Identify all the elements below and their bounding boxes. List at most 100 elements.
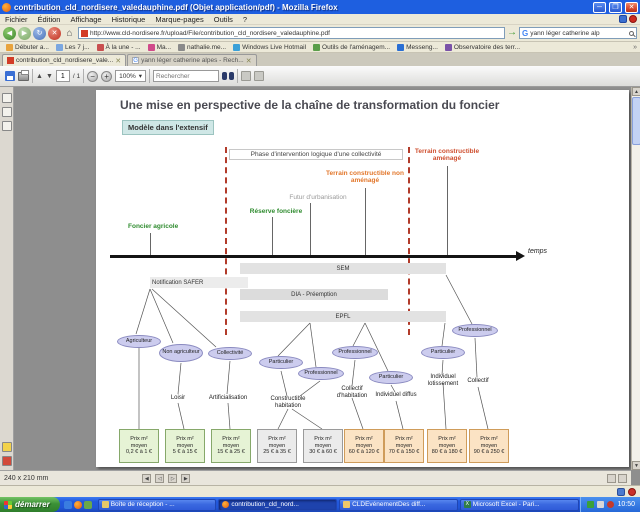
- last-page-icon[interactable]: ▶: [181, 473, 191, 483]
- bookmark-item[interactable]: nathalie.me...: [175, 43, 229, 51]
- back-button[interactable]: ◀: [3, 26, 16, 40]
- url-bar[interactable]: [78, 27, 505, 39]
- maximize-button[interactable]: ❐: [609, 1, 622, 13]
- statusbar-adblock-icon[interactable]: [628, 487, 636, 496]
- next-page-icon[interactable]: ▼: [45, 72, 53, 80]
- go-button[interactable]: →: [507, 27, 517, 38]
- actor-ellipse: Non agriculteur: [159, 344, 203, 362]
- tab-close-icon[interactable]: ✕: [245, 57, 252, 65]
- bookmark-item[interactable]: Windows Live Hotmail: [230, 43, 309, 51]
- print-icon[interactable]: [18, 69, 29, 81]
- menu-aide[interactable]: ?: [242, 14, 248, 24]
- bookmarks-panel-icon[interactable]: [2, 107, 12, 117]
- save-icon[interactable]: [5, 71, 15, 81]
- first-page-icon[interactable]: ◀: [142, 473, 152, 483]
- stage-tick: [310, 203, 311, 256]
- bookmark-item[interactable]: Observatoire des terr...: [442, 43, 523, 51]
- zoom-level-select[interactable]: 100% ▾: [115, 70, 146, 82]
- tab-google-search[interactable]: G yann léger catherine alpes - Rech... ✕: [127, 54, 257, 66]
- time-axis: [110, 255, 516, 258]
- forward-button[interactable]: ▶: [18, 26, 31, 40]
- single-page-view-icon[interactable]: [607, 473, 616, 483]
- pages-panel-icon[interactable]: [2, 93, 12, 103]
- taskbar-button-firefox[interactable]: contribution_cld_nord...: [218, 498, 338, 511]
- menu-historique[interactable]: Historique: [111, 14, 146, 24]
- bookmark-label: À la une - ...: [105, 43, 141, 51]
- windows-flag-icon: [4, 500, 12, 509]
- bookmark-label: Les 7 j...: [64, 43, 90, 51]
- toolbar-extra-icon[interactable]: [254, 71, 264, 81]
- next-page-icon[interactable]: ▷: [168, 473, 178, 483]
- tray-icon[interactable]: [587, 501, 595, 508]
- menu-affichage[interactable]: Affichage: [70, 14, 102, 24]
- toolbar-separator: [237, 69, 238, 83]
- layers-panel-icon[interactable]: [2, 121, 12, 131]
- price-title: Prix m²: [268, 435, 286, 442]
- quicklaunch-firefox-icon[interactable]: [73, 500, 82, 509]
- scroll-down-icon[interactable]: ▼: [632, 461, 640, 470]
- search-box[interactable]: G: [519, 27, 637, 39]
- bookmark-item[interactable]: Outils de l'aménagem...: [310, 43, 393, 51]
- taskbar-button-outlook[interactable]: Boîte de réception - ...: [97, 498, 217, 511]
- comments-panel-icon[interactable]: [2, 442, 12, 452]
- menu-edition[interactable]: Édition: [37, 14, 61, 24]
- reload-button[interactable]: ↻: [33, 26, 46, 40]
- stage-tick: [365, 188, 366, 256]
- scrollbar-thumb[interactable]: [632, 97, 640, 145]
- page-number-input[interactable]: [55, 70, 70, 82]
- adblock-icon[interactable]: [629, 15, 637, 23]
- search-input[interactable]: [530, 29, 627, 37]
- menu-outils[interactable]: Outils: [213, 14, 233, 24]
- bookmark-item[interactable]: Les 7 j...: [53, 43, 93, 51]
- tray-icon[interactable]: [597, 501, 605, 508]
- continuous-view-icon[interactable]: [618, 473, 627, 483]
- zoom-in-icon[interactable]: +: [101, 70, 113, 82]
- zoom-out-icon[interactable]: −: [87, 70, 99, 82]
- bookmark-item[interactable]: Ma...: [145, 43, 174, 51]
- pdf-search-input[interactable]: [156, 72, 216, 80]
- bookmarks-overflow-chevron[interactable]: »: [633, 43, 637, 51]
- pdf-search-field[interactable]: [153, 70, 219, 82]
- attachments-panel-icon[interactable]: [2, 456, 12, 466]
- extension-icon[interactable]: [619, 15, 627, 23]
- browser-status-bar: [0, 485, 640, 497]
- price-range: 80 € à 180 €: [431, 449, 463, 456]
- price-title: Prix m²: [176, 435, 194, 442]
- quicklaunch-desktop-icon[interactable]: [83, 500, 92, 509]
- bookmark-item[interactable]: Débuter a...: [3, 43, 52, 51]
- minimize-button[interactable]: ─: [593, 1, 606, 13]
- menu-marque-pages[interactable]: Marque-pages: [155, 14, 204, 24]
- url-input[interactable]: [90, 29, 502, 37]
- bookmark-item[interactable]: À la une - ...: [94, 43, 144, 51]
- search-magnifier-icon[interactable]: [629, 30, 634, 36]
- vertical-scrollbar[interactable]: ▲ ▼: [631, 87, 640, 470]
- bookmark-item[interactable]: Messeng...: [394, 43, 441, 51]
- stop-button[interactable]: ✕: [48, 26, 61, 40]
- scroll-up-icon[interactable]: ▲: [632, 87, 640, 96]
- statusbar-extension-icon[interactable]: [617, 487, 625, 496]
- start-button[interactable]: démarrer: [0, 497, 60, 512]
- quicklaunch-ie-icon[interactable]: [63, 500, 72, 509]
- previous-page-icon[interactable]: ▲: [36, 72, 43, 80]
- price-title: Prix m²: [438, 435, 456, 442]
- tab-pdf-document[interactable]: contribution_cld_nordisere_vale... ✕: [2, 54, 127, 66]
- stage-tick: [447, 166, 448, 256]
- home-button[interactable]: ⌂: [66, 27, 73, 39]
- binoculars-search-icon[interactable]: [222, 72, 234, 80]
- menu-fichier[interactable]: Fichier: [5, 14, 28, 24]
- close-button[interactable]: ✕: [625, 1, 638, 13]
- tray-icon[interactable]: [607, 501, 615, 508]
- tab-close-icon[interactable]: ✕: [115, 57, 122, 65]
- prev-page-icon[interactable]: ◁: [155, 473, 165, 483]
- toolbar-extra-icon[interactable]: [241, 71, 251, 81]
- page-total-label: / 1: [72, 72, 81, 80]
- pdf-status-bar: 240 x 210 mm ◀ ◁ ▷ ▶: [0, 470, 631, 485]
- taskbar-button-folder[interactable]: CLDEvénementDes diff...: [339, 498, 458, 511]
- pdf-toolbar: ▲ ▼ / 1 − + 100% ▾: [0, 66, 640, 87]
- price-subtitle: moyen: [355, 442, 373, 449]
- actor-ellipse: Particulier: [421, 346, 465, 359]
- bookmark-icon: [313, 43, 321, 51]
